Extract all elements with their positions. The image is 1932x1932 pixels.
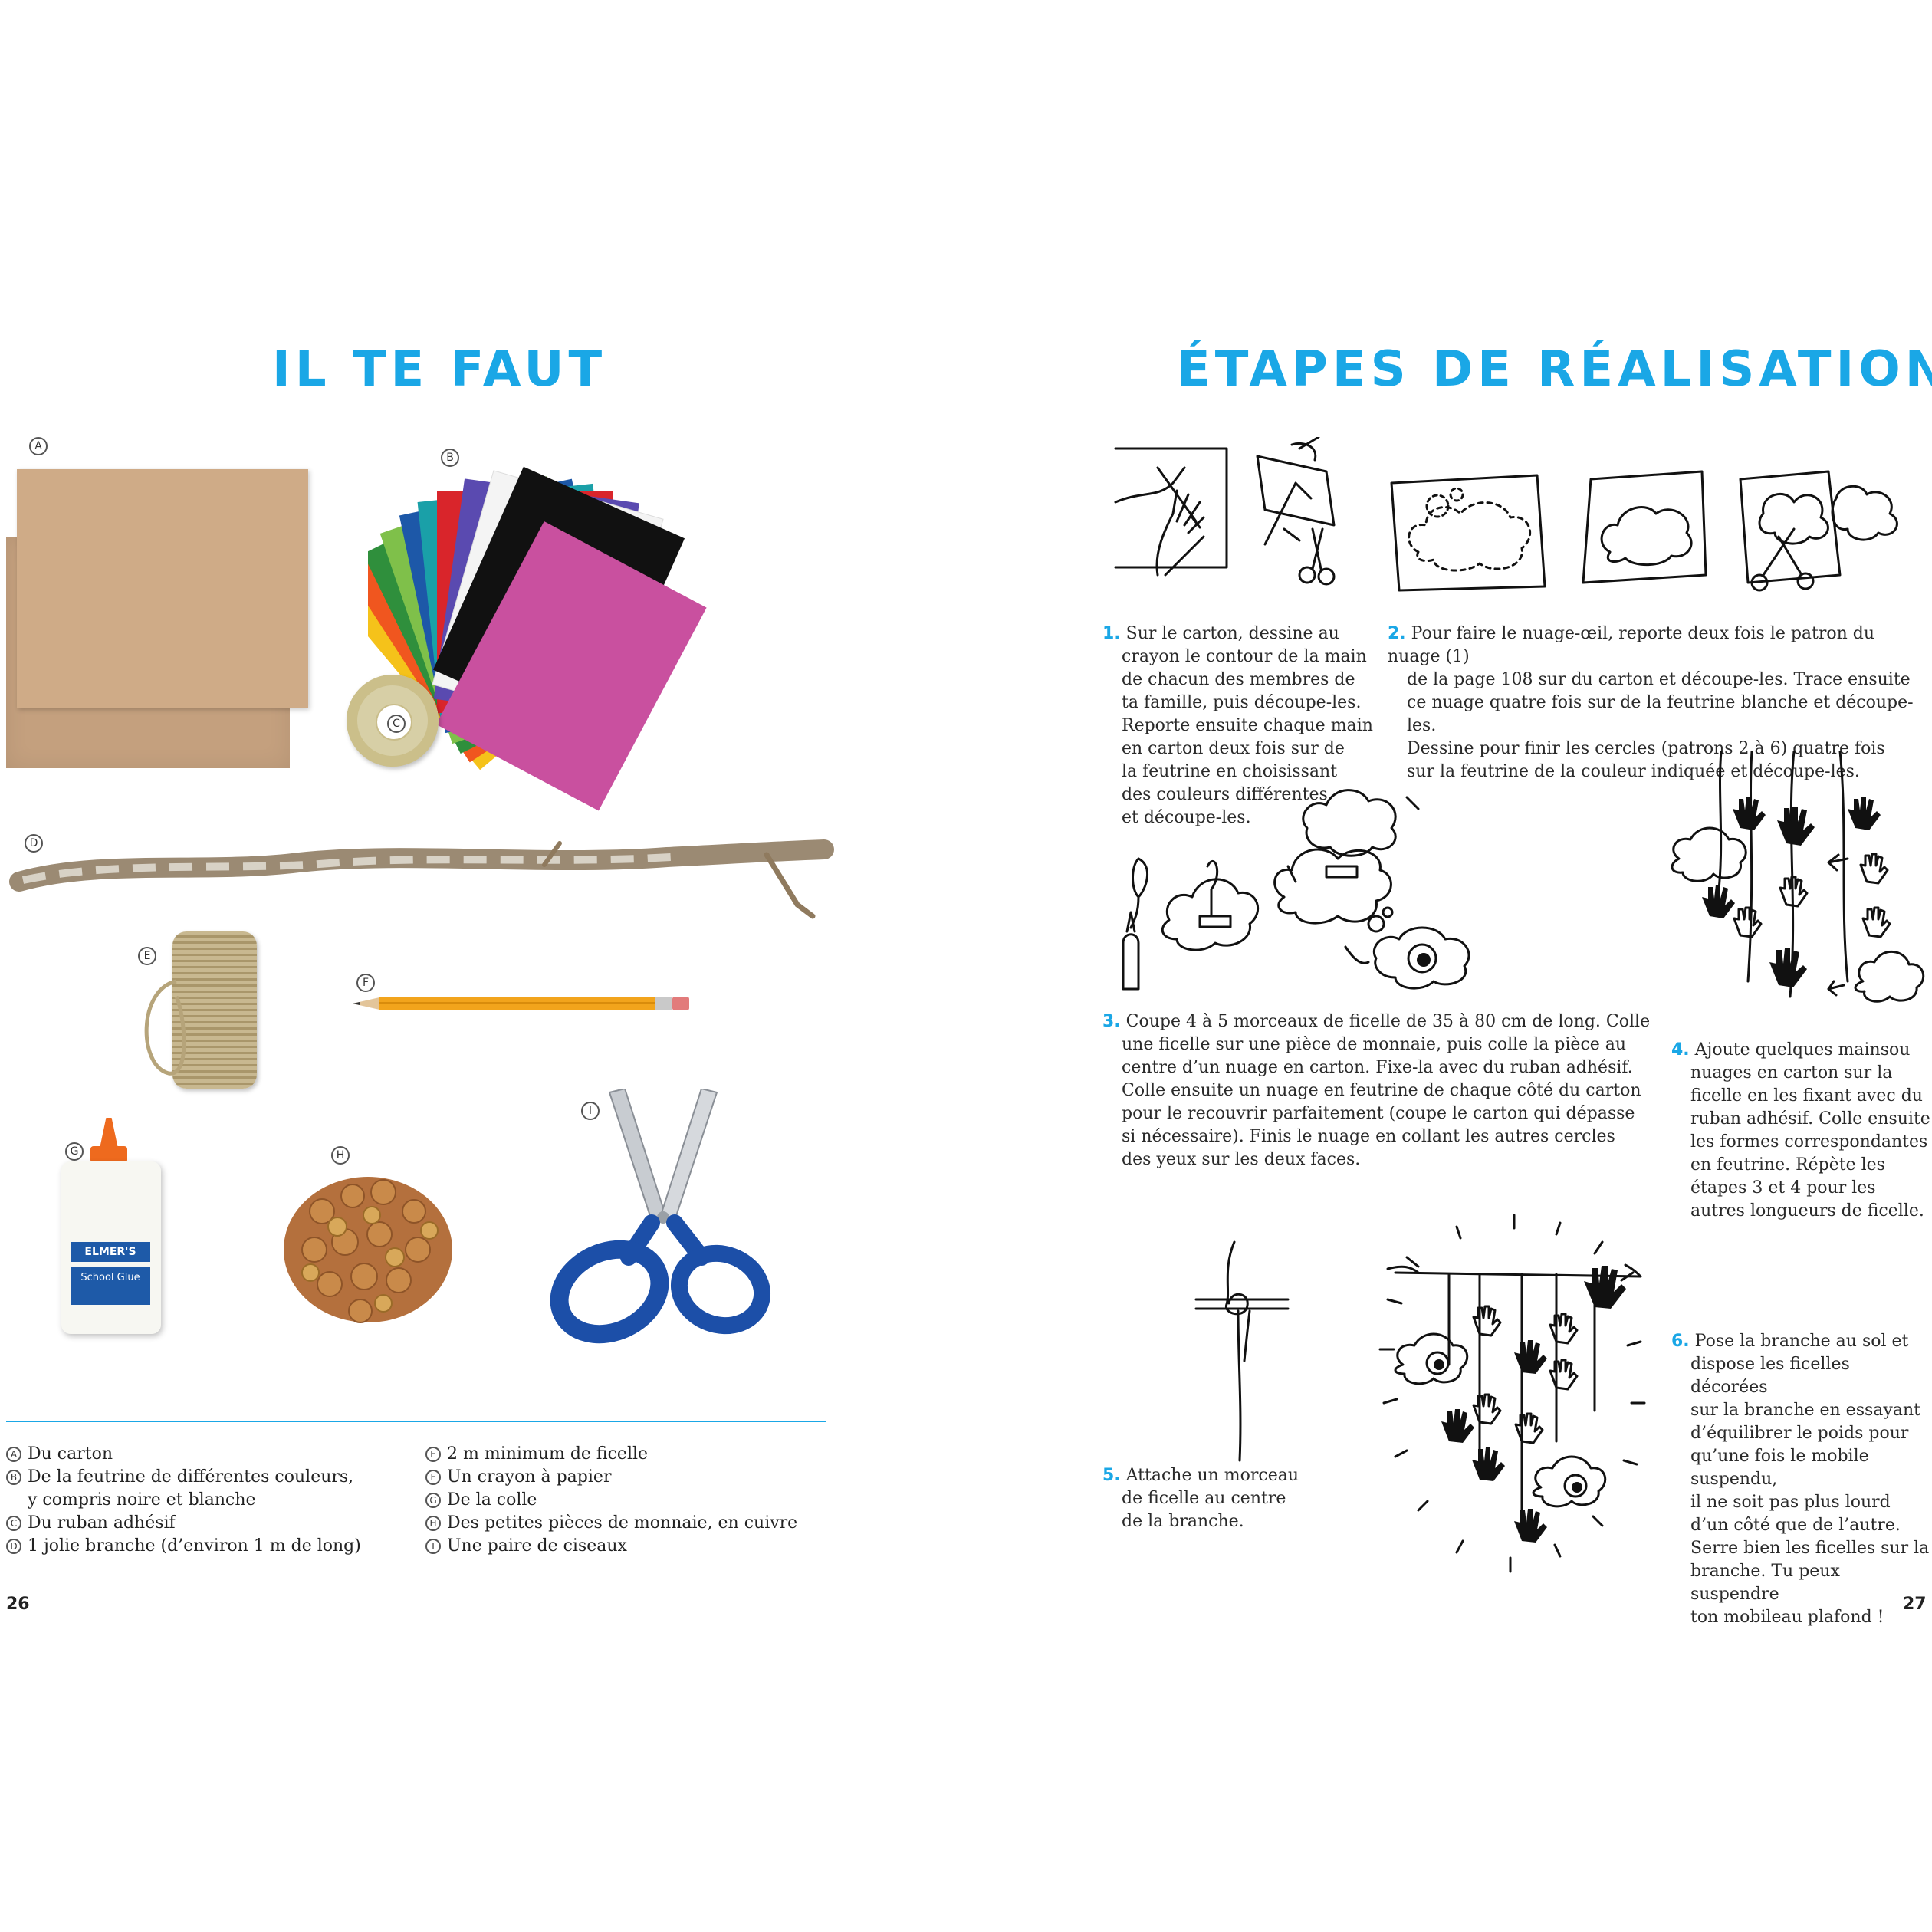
step5-text: 5. Attache un morceau de ficelle au cent… xyxy=(1102,1466,1300,1531)
page-number-left: 26 xyxy=(6,1595,30,1614)
label-i: I xyxy=(581,1102,600,1120)
step3-text: 3. Coupe 4 à 5 morceaux de ficelle de 35… xyxy=(1102,1012,1651,1169)
page-title-left: IL TE FAUT xyxy=(272,341,607,398)
step5-illustration xyxy=(1194,1240,1290,1462)
page-number-right: 27 xyxy=(1903,1595,1927,1614)
label-h: H xyxy=(331,1146,350,1165)
page-title-right: ÉTAPES DE RÉALISATION xyxy=(1177,341,1932,398)
felt-sheets-image xyxy=(368,466,707,811)
scissors-image xyxy=(550,1089,771,1344)
divider-line xyxy=(6,1421,826,1422)
branch-image xyxy=(9,840,834,919)
label-b: B xyxy=(441,449,459,467)
label-g: G xyxy=(65,1142,84,1161)
glue-cap xyxy=(100,1118,118,1148)
glue-brand: ELMER'S xyxy=(71,1242,150,1262)
step6-illustration xyxy=(1378,1214,1646,1573)
label-c: C xyxy=(387,715,406,733)
label-a: A xyxy=(29,437,48,455)
step4-text: 4. Ajoute quelques mainsou nuages en car… xyxy=(1671,1040,1930,1221)
label-e: E xyxy=(138,947,156,965)
step1-illustration xyxy=(1114,437,1336,586)
pencil-image xyxy=(353,997,689,1010)
twine-loop xyxy=(144,979,186,1076)
legend-item-b-continued: y compris noire et blanche xyxy=(28,1490,256,1510)
label-d: D xyxy=(25,834,43,853)
step3-illustration xyxy=(1122,789,1470,991)
glue-cap-base xyxy=(90,1146,127,1163)
label-f: F xyxy=(356,974,375,992)
glue-label: School Glue xyxy=(71,1267,150,1305)
coins-image xyxy=(284,1177,452,1323)
twine-spool xyxy=(172,932,257,1089)
step4-illustration xyxy=(1671,751,1925,1003)
step6-text: 6. Pose la branche au sol et dispose les… xyxy=(1671,1332,1930,1627)
step1-text: 1. Sur le carton, dessine au crayon le c… xyxy=(1102,624,1373,827)
step2-illustration xyxy=(1390,470,1898,592)
step2-text: 2. Pour faire le nuage-œil, reporte deux… xyxy=(1388,624,1914,781)
cardboard-front xyxy=(17,469,308,708)
